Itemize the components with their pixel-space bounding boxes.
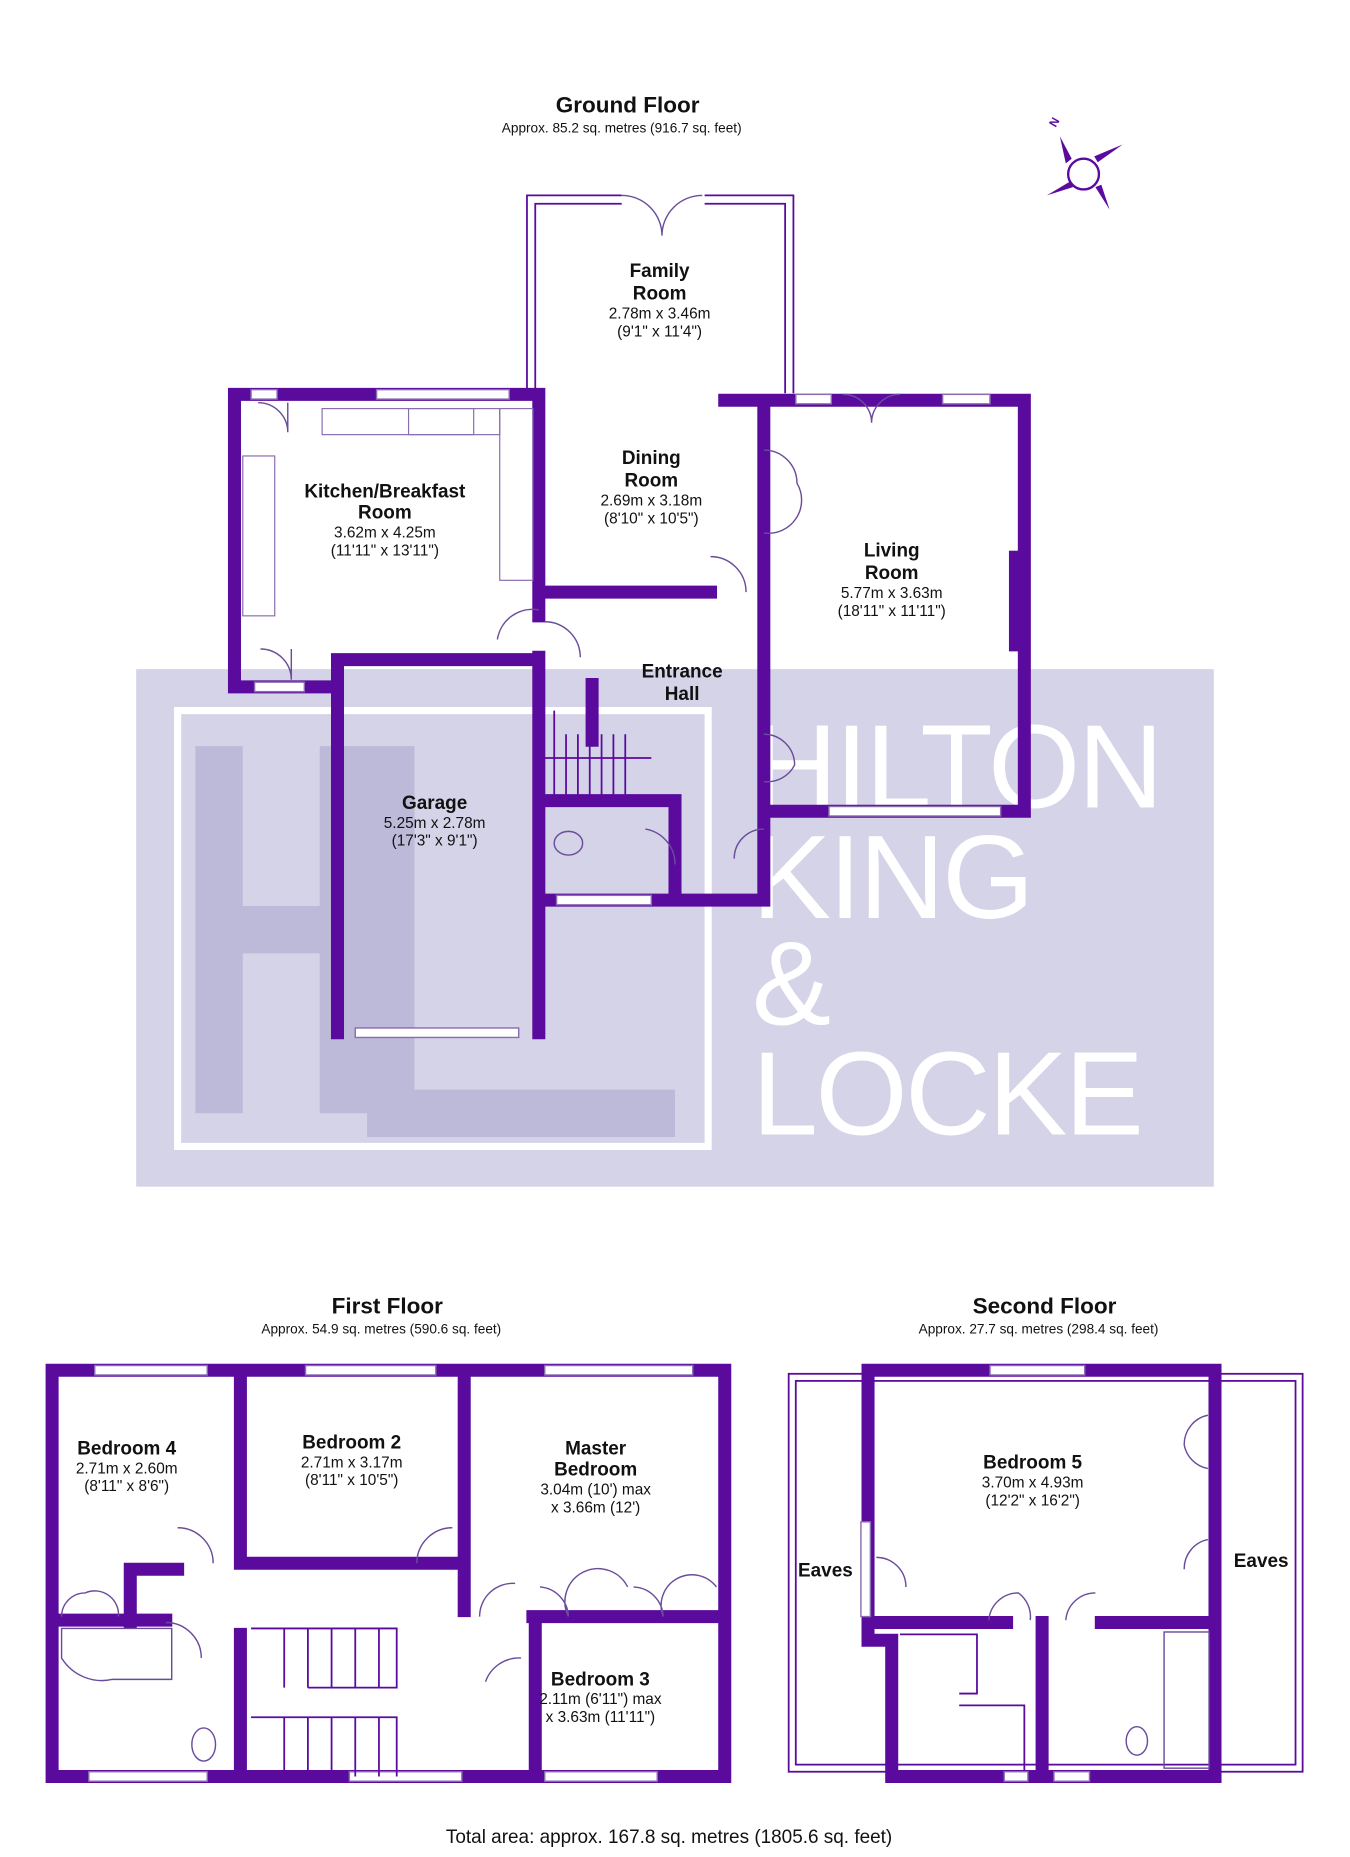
family-room-walls (526, 194, 795, 394)
svg-text:(8'10" x 10'5"): (8'10" x 10'5") (604, 510, 699, 527)
svg-text:3.70m x 4.93m: 3.70m x 4.93m (982, 1474, 1084, 1491)
room-bedroom-3: Bedroom 3 2.11m (6'11") max x 3.63m (11'… (539, 1669, 662, 1726)
room-entrance-hall: Entrance Hall (642, 661, 723, 705)
first-floor-area: Approx. 54.9 sq. metres (590.6 sq. feet) (261, 1322, 501, 1337)
svg-text:&: & (752, 918, 830, 1050)
room-bedroom-2: Bedroom 2 2.71m x 3.17m (8'11" x 10'5") (301, 1432, 403, 1489)
svg-text:(8'11" x 10'5"): (8'11" x 10'5") (305, 1472, 398, 1489)
svg-text:Bedroom 5: Bedroom 5 (983, 1453, 1082, 1474)
svg-text:Family: Family (630, 261, 690, 282)
svg-text:Room: Room (865, 563, 919, 584)
svg-text:(12'2" x 16'2"): (12'2" x 16'2") (985, 1492, 1080, 1509)
svg-text:3.04m (10') max: 3.04m (10') max (540, 1482, 651, 1499)
first-floor-title: First Floor (332, 1293, 443, 1318)
room-garage: Garage 5.25m x 2.78m (17'3" x 9'1") (384, 793, 486, 850)
svg-text:LOCKE: LOCKE (752, 1029, 1142, 1161)
room-living: Living Room 5.77m x 3.63m (18'11" x 11'1… (838, 541, 946, 620)
svg-text:2.11m (6'11") max: 2.11m (6'11") max (539, 1691, 662, 1708)
room-dining: Dining Room 2.69m x 3.18m (8'10" x 10'5"… (600, 448, 702, 527)
svg-text:2.78m x 3.46m: 2.78m x 3.46m (609, 306, 711, 323)
svg-text:Master: Master (565, 1438, 627, 1459)
second-floor-title: Second Floor (973, 1293, 1117, 1318)
svg-text:(11'11" x 13'11"): (11'11" x 13'11") (331, 542, 439, 559)
svg-text:5.77m x 3.63m: 5.77m x 3.63m (841, 585, 943, 602)
svg-text:Dining: Dining (622, 448, 681, 469)
svg-text:(8'11" x 8'6"): (8'11" x 8'6") (84, 1478, 169, 1495)
second-floor-walls (787, 1363, 1304, 1783)
compass-icon: N (1046, 115, 1123, 210)
svg-text:2.69m x 3.18m: 2.69m x 3.18m (600, 493, 702, 510)
ground-floor-title: Ground Floor (556, 93, 700, 118)
eaves-left-label: Eaves (798, 1560, 853, 1581)
total-area: Total area: approx. 167.8 sq. metres (18… (446, 1827, 892, 1848)
svg-text:Kitchen/Breakfast: Kitchen/Breakfast (304, 481, 466, 502)
svg-text:Room: Room (358, 503, 412, 524)
ground-floor-area: Approx. 85.2 sq. metres (916.7 sq. feet) (502, 121, 742, 136)
svg-text:x 3.63m (11'11"): x 3.63m (11'11") (546, 1709, 656, 1726)
svg-text:KING: KING (752, 812, 1032, 944)
room-kitchen: Kitchen/Breakfast Room 3.62m x 4.25m (11… (304, 481, 466, 559)
svg-text:Room: Room (633, 284, 687, 305)
svg-text:Living: Living (864, 541, 920, 562)
room-master-bedroom: Master Bedroom 3.04m (10') max x 3.66m (… (540, 1438, 651, 1516)
svg-text:Bedroom: Bedroom (554, 1460, 637, 1481)
room-bedroom-4: Bedroom 4 2.71m x 2.60m (8'11" x 8'6") (76, 1438, 178, 1495)
svg-text:(18'11" x 11'11"): (18'11" x 11'11") (838, 603, 946, 620)
svg-text:Bedroom 3: Bedroom 3 (551, 1669, 650, 1690)
room-family: Family Room 2.78m x 3.46m (9'1" x 11'4") (609, 261, 711, 340)
svg-text:Room: Room (624, 471, 678, 492)
svg-text:3.62m x 4.25m: 3.62m x 4.25m (334, 525, 436, 542)
svg-text:2.71m x 3.17m: 2.71m x 3.17m (301, 1454, 403, 1471)
first-floor-walls (45, 1363, 732, 1783)
room-bedroom-5: Bedroom 5 3.70m x 4.93m (12'2" x 16'2") (982, 1453, 1084, 1510)
svg-text:Bedroom 2: Bedroom 2 (302, 1432, 401, 1453)
watermark-logo: HILTON KING & LOCKE (136, 669, 1214, 1187)
svg-text:Entrance: Entrance (642, 661, 723, 682)
svg-text:Garage: Garage (402, 793, 467, 814)
compass-north-label: N (1046, 115, 1062, 129)
eaves-right-label: Eaves (1234, 1551, 1289, 1572)
svg-text:2.71m x 2.60m: 2.71m x 2.60m (76, 1460, 178, 1477)
svg-text:Bedroom 4: Bedroom 4 (77, 1438, 176, 1459)
second-floor-area: Approx. 27.7 sq. metres (298.4 sq. feet) (919, 1322, 1159, 1337)
ground-floor-walls (227, 387, 1031, 1040)
svg-text:5.25m x 2.78m: 5.25m x 2.78m (384, 815, 486, 832)
svg-text:Hall: Hall (665, 684, 700, 705)
svg-text:x 3.66m (12'): x 3.66m (12') (551, 1499, 640, 1516)
svg-text:(17'3" x 9'1"): (17'3" x 9'1") (392, 833, 478, 850)
svg-text:(9'1" x 11'4"): (9'1" x 11'4") (617, 323, 702, 340)
